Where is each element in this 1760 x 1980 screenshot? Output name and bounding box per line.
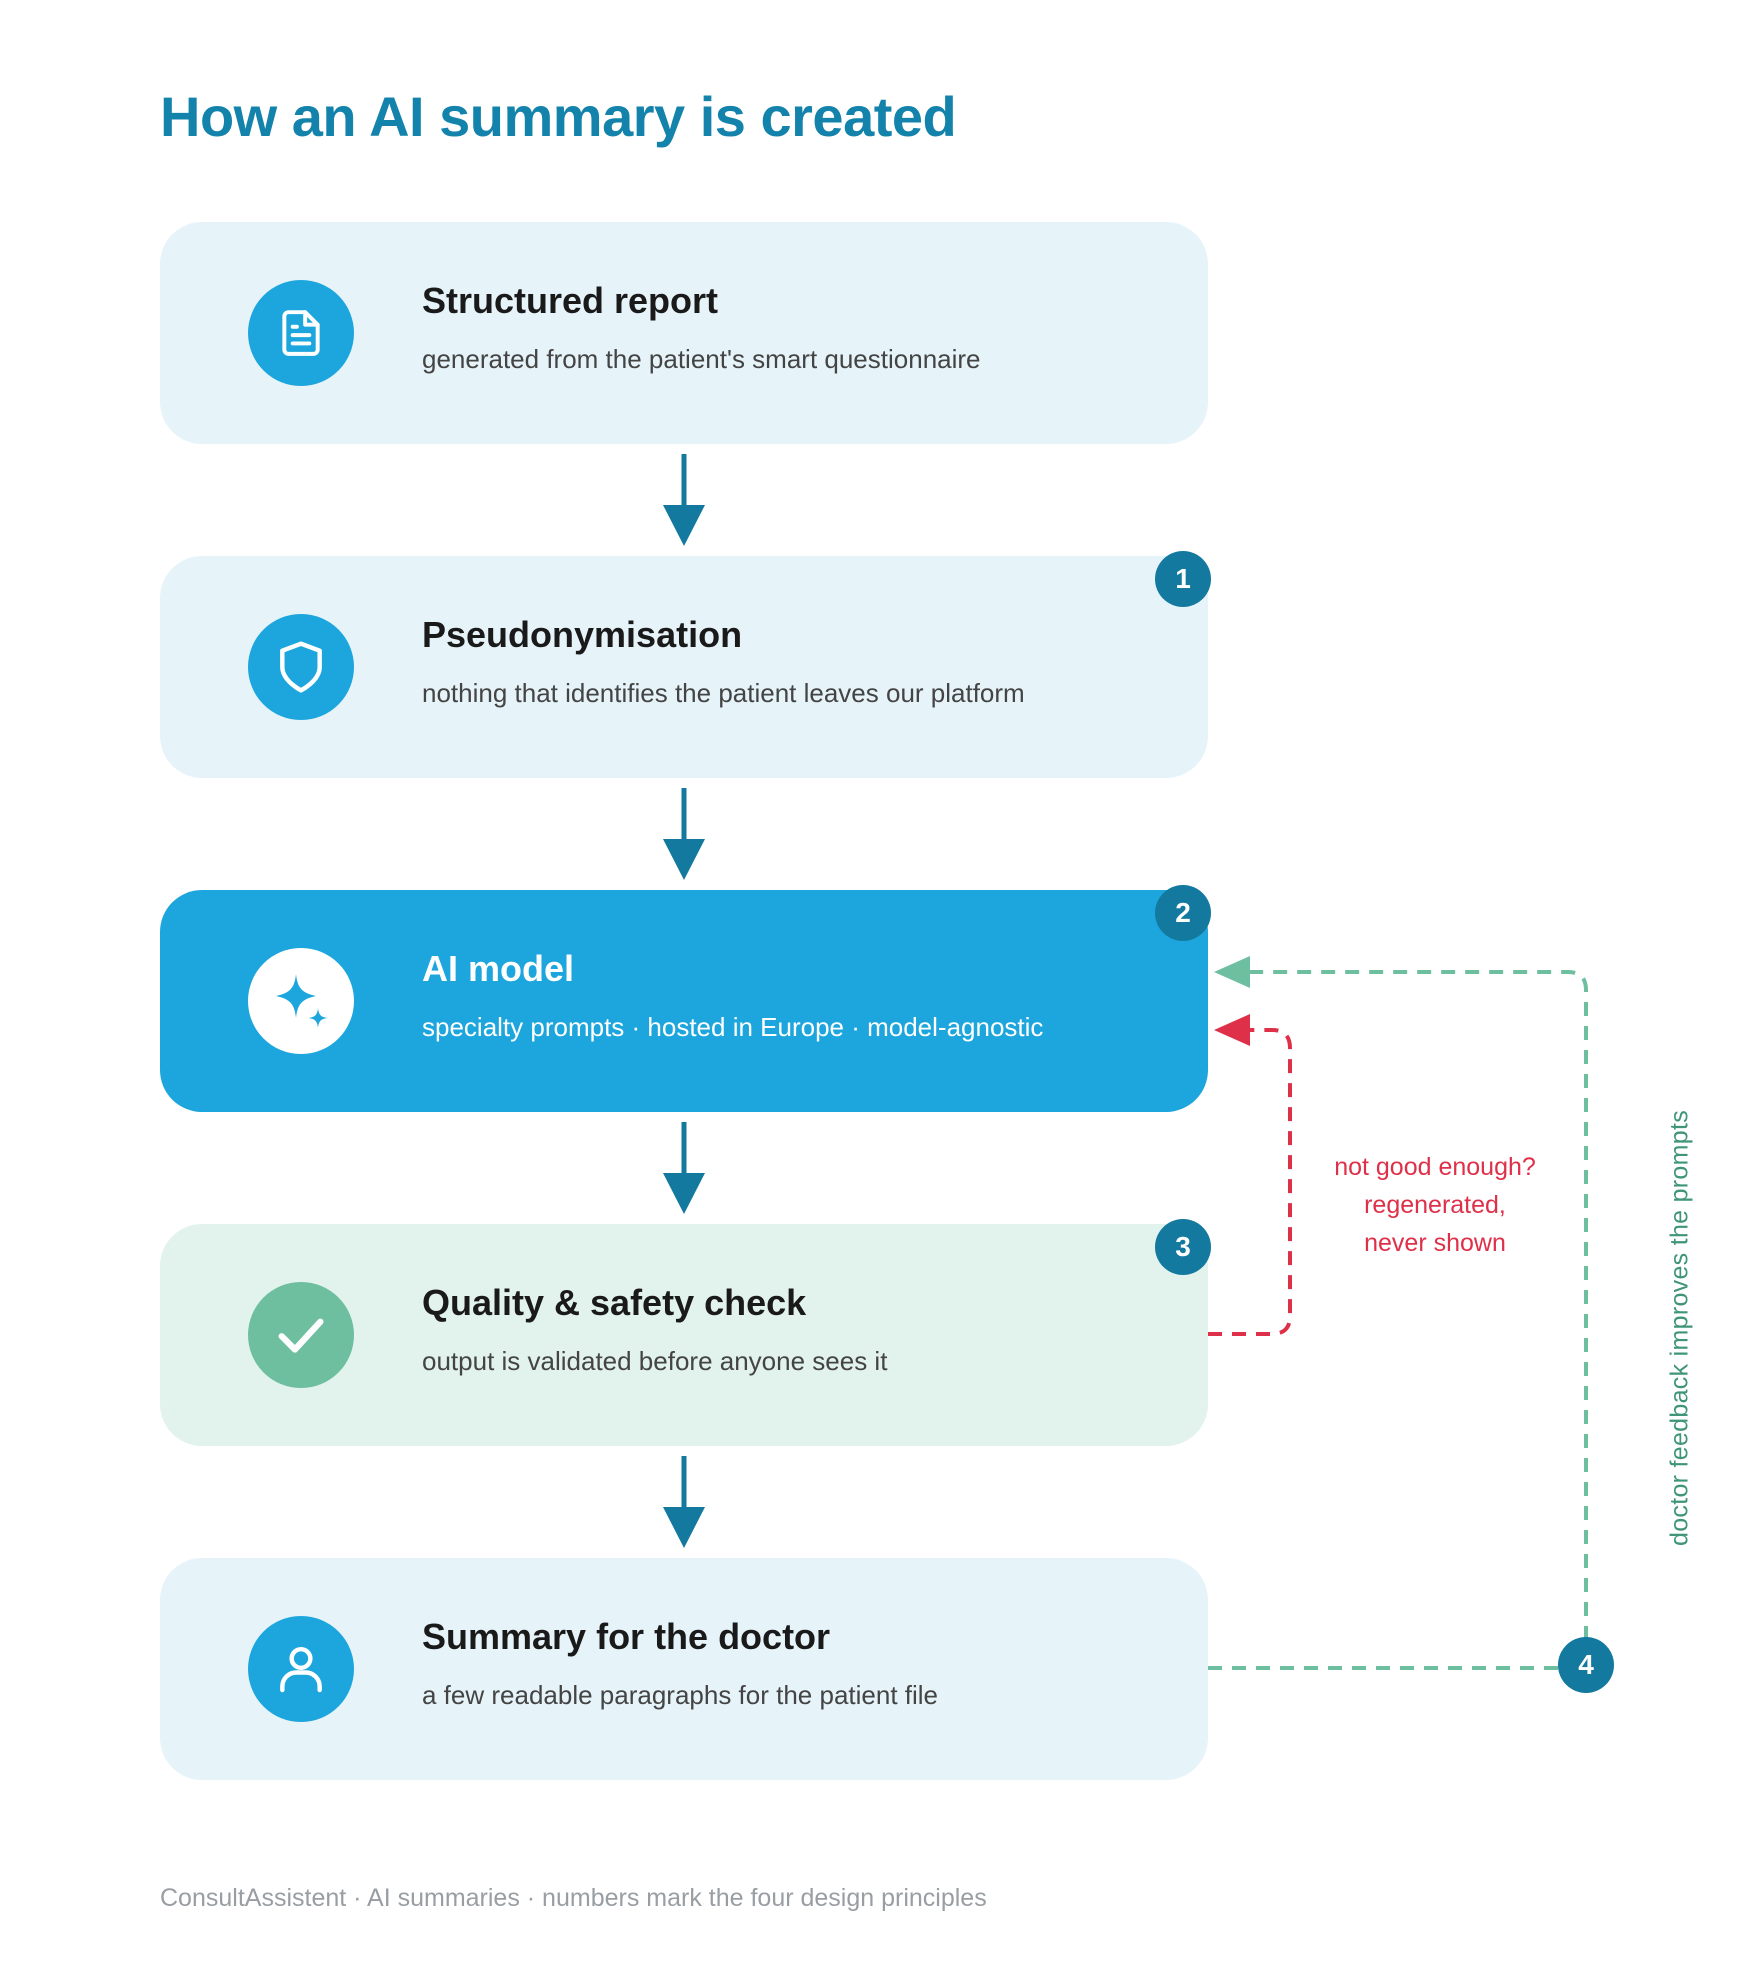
principle-badge-4: 4 (1558, 1637, 1614, 1693)
sparkle-icon (248, 948, 354, 1054)
checkmark-icon (248, 1282, 354, 1388)
flow-arrow (663, 788, 705, 880)
step-quality-safety-check: Quality & safety check output is validat… (160, 1224, 1208, 1446)
feedback-loop-arrow (1208, 956, 1588, 1670)
step-subtitle: specialty prompts · hosted in Europe · m… (422, 1012, 1044, 1042)
step-structured-report: Structured report generated from the pat… (160, 222, 1208, 444)
step-title: Summary for the doctor (422, 1616, 831, 1657)
regeneration-label: not good enough? regenerated, never show… (1290, 1148, 1580, 1262)
step-subtitle: a few readable paragraphs for the patien… (422, 1680, 939, 1710)
step-title: Quality & safety check (422, 1282, 807, 1323)
principle-badge-2: 2 (1155, 885, 1211, 941)
step-title: Structured report (422, 280, 719, 321)
principle-badge-3: 3 (1155, 1219, 1211, 1275)
document-icon (248, 280, 354, 386)
footer-caption: ConsultAssistent · AI summaries · number… (160, 1884, 987, 1912)
regeneration-label-line: never shown (1364, 1229, 1506, 1257)
shield-icon (248, 614, 354, 720)
step-subtitle: nothing that identifies the patient leav… (422, 678, 1025, 708)
step-summary-for-doctor: Summary for the doctor a few readable pa… (160, 1558, 1208, 1780)
flow-arrow (663, 454, 705, 546)
step-subtitle: generated from the patient's smart quest… (422, 344, 981, 374)
flow-arrow (663, 1456, 705, 1548)
step-title: Pseudonymisation (422, 614, 743, 655)
principle-badge-1: 1 (1155, 551, 1211, 607)
page-title: How an AI summary is created (160, 85, 957, 148)
user-icon (248, 1616, 354, 1722)
step-ai-model: AI model specialty prompts · hosted in E… (160, 890, 1208, 1112)
step-subtitle: output is validated before anyone sees i… (422, 1346, 888, 1376)
regeneration-loop-arrow (1208, 1014, 1292, 1336)
step-title: AI model (422, 948, 575, 989)
regeneration-label-line: regenerated, (1364, 1191, 1506, 1219)
regeneration-label-line: not good enough? (1334, 1153, 1536, 1181)
feedback-label: doctor feedback improves the prompts (1665, 1109, 1694, 1547)
flow-arrow (663, 1122, 705, 1214)
step-pseudonymisation: Pseudonymisation nothing that identifies… (160, 556, 1208, 778)
